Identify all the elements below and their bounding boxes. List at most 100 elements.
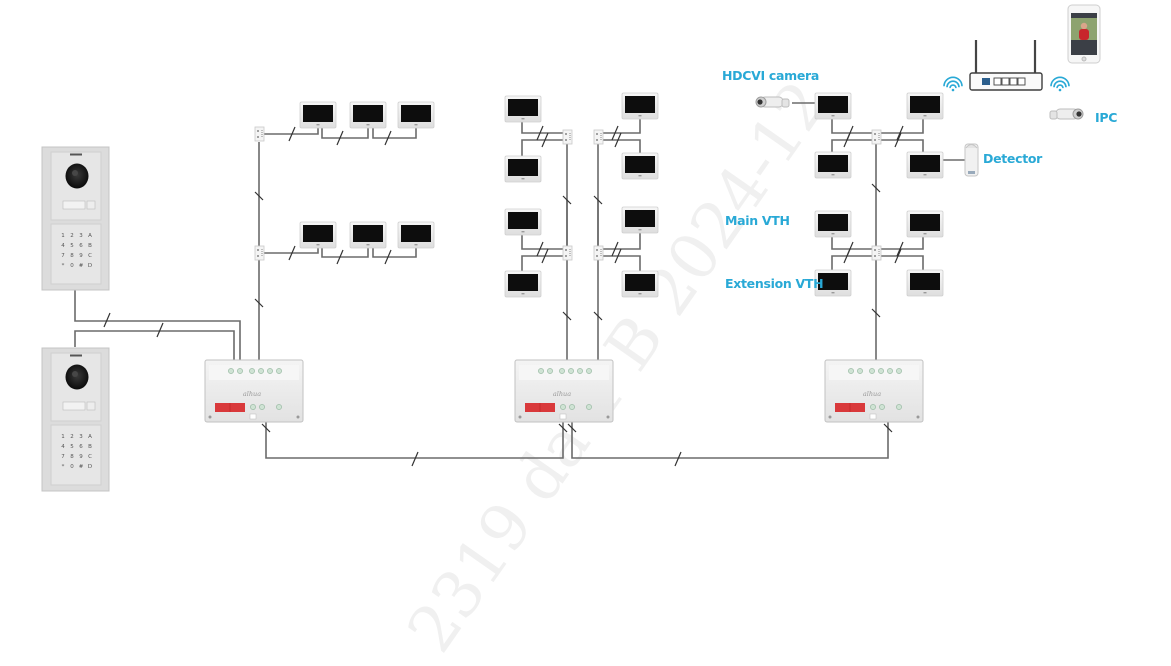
terminal — [565, 255, 567, 257]
switch-port-top — [276, 368, 282, 374]
mount-hole — [208, 415, 212, 419]
monitor-screen — [910, 273, 940, 290]
poe-switch: alhua — [514, 359, 614, 423]
wire-break-mark — [411, 451, 419, 467]
monitor-logo — [831, 174, 835, 176]
wire-break-mark — [336, 249, 344, 265]
keypad-key: 2 — [70, 233, 74, 239]
terminal — [565, 249, 567, 251]
monitor-logo — [831, 292, 835, 294]
card-reader — [86, 401, 96, 411]
wire-break-mark — [288, 245, 296, 261]
terminal — [257, 136, 259, 138]
camera-mount — [781, 98, 790, 108]
keypad-key: 5 — [70, 243, 74, 249]
switch-port-top — [869, 368, 875, 374]
switch-port-top — [249, 368, 255, 374]
terminal — [257, 255, 259, 257]
monitor-screen — [508, 99, 538, 116]
keypad-key: 8 — [70, 253, 74, 259]
keypad-key: 9 — [79, 253, 83, 259]
wire-break-mark — [894, 132, 902, 148]
keypad-key: 4 — [61, 243, 65, 249]
switch-port-bottom — [250, 404, 256, 410]
label-detector: Detector — [983, 151, 1043, 166]
keypad-key: 1 — [61, 233, 65, 239]
indoor-monitor — [621, 206, 659, 234]
wire-break-mark — [536, 125, 544, 141]
monitor-screen — [401, 105, 431, 122]
camera-lens — [757, 99, 763, 105]
lens-glint — [72, 170, 78, 176]
wire-break-mark — [896, 125, 904, 141]
wire — [881, 232, 924, 250]
keypad-key: D — [88, 263, 92, 269]
keypad-key: 7 — [61, 454, 65, 460]
wifi-arc — [1053, 80, 1067, 88]
wire-distributor — [254, 245, 265, 261]
brand-logo: alhua — [553, 390, 571, 398]
wire-break-mark — [261, 423, 271, 433]
monitor-screen — [818, 155, 848, 172]
wifi-icon — [943, 76, 963, 92]
wire-break-mark — [871, 183, 881, 193]
wire-break-mark — [288, 126, 296, 142]
monitor-screen — [818, 273, 848, 290]
wire-break-mark — [541, 132, 549, 148]
switch-port-top — [878, 368, 884, 374]
wire-break-mark — [894, 248, 902, 264]
keypad-key: 4 — [61, 444, 65, 450]
keypad-key: A — [88, 233, 92, 239]
wifi-arc — [1056, 84, 1064, 89]
keypad-key: B — [88, 243, 92, 249]
extension-vth-monitor — [906, 151, 944, 179]
wire-break-mark — [593, 195, 603, 205]
brand-logo — [70, 153, 82, 156]
monitor-logo — [316, 124, 320, 126]
wifi-arc — [949, 84, 957, 89]
wire — [321, 120, 369, 139]
keypad-key: D — [88, 464, 92, 470]
label-extension-vth: Extension VTH — [725, 276, 824, 291]
switch-port-top — [237, 368, 243, 374]
wire-break-mark — [384, 130, 392, 146]
monitor-logo — [831, 115, 835, 117]
terminal — [565, 139, 567, 141]
wire-break-mark — [558, 423, 568, 433]
phone-face — [1080, 22, 1088, 30]
keypad-key: 0 — [70, 464, 74, 470]
wire-distributor — [593, 245, 604, 261]
wifi-dot — [1058, 88, 1062, 92]
keypad-module — [50, 223, 102, 285]
wire-break-mark — [156, 322, 164, 338]
switch-port-top — [228, 368, 234, 374]
lens-glint — [72, 371, 78, 377]
monitor-logo — [521, 231, 525, 233]
wire-break-mark — [611, 241, 619, 257]
detector-led — [968, 171, 975, 174]
monitor-screen — [910, 214, 940, 231]
extension-vth-monitor — [814, 151, 852, 179]
wifi-icon — [1050, 76, 1070, 92]
wire — [521, 118, 563, 134]
wire-break-mark — [614, 132, 622, 148]
wire-break-mark — [103, 312, 111, 328]
terminal — [596, 139, 598, 141]
monitor-logo — [831, 233, 835, 235]
switch-port-top — [568, 368, 574, 374]
camera-lens — [65, 163, 89, 189]
poe-switch: alhua — [824, 359, 924, 423]
distributor-body — [593, 245, 604, 261]
indoor-monitor — [349, 221, 387, 249]
indoor-monitor — [621, 92, 659, 120]
terminal — [874, 249, 876, 251]
indoor-monitor — [504, 270, 542, 298]
wire-break-mark — [336, 130, 344, 146]
detector-lens — [965, 144, 978, 149]
wire — [74, 290, 241, 362]
monitor-logo — [923, 174, 927, 176]
keypad-key: * — [62, 263, 65, 269]
wire — [321, 240, 369, 258]
